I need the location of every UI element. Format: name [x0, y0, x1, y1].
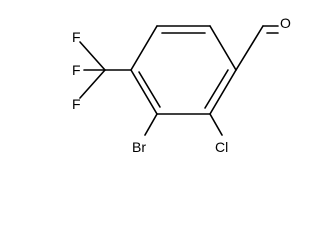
benzene-ring — [130, 25, 237, 115]
fluorine-label-left: F — [72, 62, 81, 78]
ring-double-bond-right — [204, 69, 229, 109]
chlorine-substituent: Cl — [209, 113, 228, 155]
br-bond — [144, 113, 158, 136]
ring-bond-c5-c6 — [130, 69, 158, 115]
chlorine-label: Cl — [215, 139, 228, 155]
aldehyde-group: O — [235, 15, 291, 71]
fluorine-label-bottom: F — [72, 96, 81, 112]
ring-bond-c3-c4 — [209, 69, 237, 115]
fluorine-label-top: F — [72, 29, 81, 45]
cl-bond — [209, 113, 223, 136]
aldehyde-c-bond — [235, 25, 264, 71]
cf-bond-top — [79, 41, 106, 71]
chemical-structure-diagram: O F F F Br Cl — [72, 15, 291, 155]
oxygen-label: O — [280, 15, 291, 31]
bromine-substituent: Br — [132, 113, 158, 155]
bromine-label: Br — [132, 139, 146, 155]
cf-bond-bottom — [79, 69, 106, 99]
ring-double-bond-left — [138, 71, 161, 108]
ring-bond-c2-c3 — [209, 25, 237, 71]
trifluoromethyl-group: F F F — [72, 29, 132, 112]
ring-bond-c6-c1 — [130, 25, 158, 71]
